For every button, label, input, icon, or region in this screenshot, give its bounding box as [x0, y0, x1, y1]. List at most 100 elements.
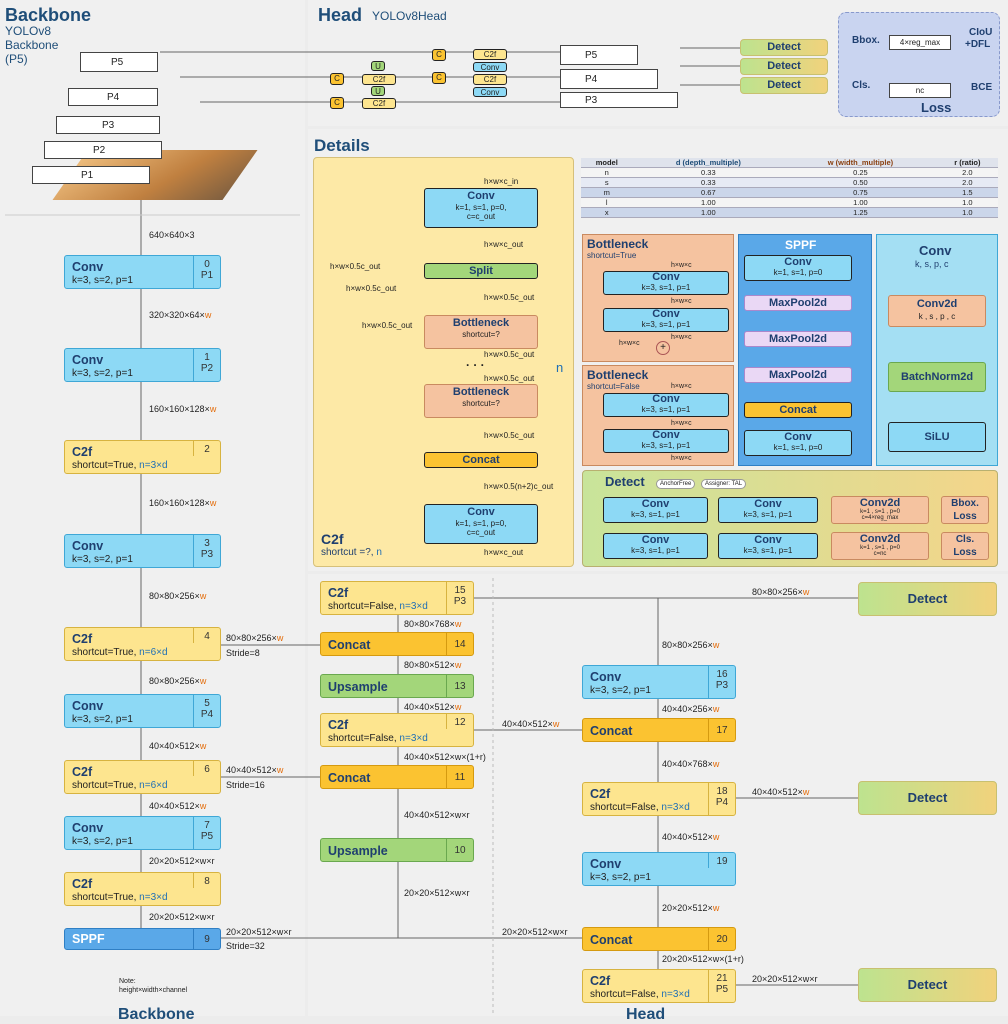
pyramid-level-p1: P1: [32, 166, 150, 184]
backbone-sppf-9[interactable]: SPPF 9: [64, 928, 221, 950]
backbone-out-4: 80×80×256×w: [226, 633, 284, 643]
loss-title: Loss: [921, 100, 952, 115]
c2f-split: Split: [424, 263, 538, 279]
c2f-n-label: n: [556, 360, 564, 375]
head-e-i: 40×40×256×w: [662, 704, 720, 714]
head-e-c: 40×40×512×w: [404, 702, 462, 712]
stride-8: Stride=8: [226, 648, 260, 658]
head-e-e: 40×40×512×w×r: [404, 810, 470, 820]
c2f-s2: h×w×0.5c_out: [346, 284, 397, 293]
head-sub: YOLOv8Head: [372, 9, 447, 23]
edge-input: 640×640×3: [149, 230, 195, 240]
backbone-sub-2: Backbone: [5, 38, 59, 52]
mini-conv-1: Conv: [473, 62, 507, 72]
head-e-p: 20×20×512×w×(1+r): [662, 954, 744, 964]
head-e-b: 80×80×512×w: [404, 660, 462, 670]
head-e-q: 20×20×512×w×r: [752, 974, 818, 984]
c2f-e2: h×w×0.5c_out: [484, 293, 535, 302]
loss-dfl: +DFL: [965, 39, 991, 50]
head-e-h: 80×80×256×w: [662, 640, 720, 650]
mini-u-1: U: [371, 61, 385, 71]
c2f-detail-name: C2f: [321, 531, 344, 547]
loss-bce: BCE: [971, 82, 993, 93]
head-e-k: 40×40×768×w: [662, 759, 720, 769]
mini-c-2: C: [432, 72, 446, 84]
edge-7: 40×40×512×w: [149, 801, 207, 811]
mini-c-3: C: [330, 73, 344, 85]
add-icon: +: [656, 341, 670, 355]
head-e-l: 40×40×512×w: [752, 787, 810, 797]
edge-8: 20×20×512×w×r: [149, 856, 215, 866]
mini-c2f-4: C2f: [362, 98, 396, 109]
edge-5: 80×80×256×w: [149, 676, 207, 686]
mini-c-4: C: [330, 97, 344, 109]
pyramid-level-p3: P3: [56, 116, 160, 134]
head-e-j: 40×40×512×w: [502, 719, 560, 729]
head-level-p3: P3: [560, 92, 678, 108]
c2f-e3: h×w×0.5c_out: [484, 350, 535, 359]
backbone-sub-3: (P5): [5, 52, 28, 66]
c2f-e5: h×w×0.5c_out: [484, 431, 535, 440]
backbone-out-9: 20×20×512×w×r: [226, 927, 292, 937]
head-e-g: 80×80×256×w: [752, 587, 810, 597]
head-e-d: 40×40×512×w×(1+r): [404, 752, 486, 762]
edge-6: 40×40×512×w: [149, 741, 207, 751]
head-level-p4: P4: [560, 69, 658, 89]
c2f-in: h×w×c_in: [484, 177, 519, 186]
c2f-s3: h×w×0.5c_out: [362, 321, 413, 330]
mini-c2f-3: C2f: [362, 74, 396, 85]
head-detect-p4[interactable]: Detect: [858, 781, 997, 815]
backbone-bottom-title: Backbone: [118, 1006, 195, 1023]
head-e-a: 80×80×768×w: [404, 619, 462, 629]
edge-2: 160×160×128×w: [149, 404, 217, 414]
backbone-sub-1: YOLOv8: [5, 24, 52, 38]
head-detect-p5[interactable]: Detect: [858, 968, 997, 1002]
c2f-s1: h×w×0.5c_out: [330, 262, 381, 271]
mini-c2f-1: C2f: [473, 49, 507, 60]
mini-conv-2: Conv: [473, 87, 507, 97]
c2f-e1: h×w×c_out: [484, 240, 524, 249]
edge-3: 160×160×128×w: [149, 498, 217, 508]
edge-4: 80×80×256×w: [149, 591, 207, 601]
pyramid-level-p2: P2: [44, 141, 162, 159]
backbone-title: Backbone: [5, 5, 92, 25]
head-e-n: 20×20×512×w: [662, 903, 720, 913]
head-top-detect-3: Detect: [740, 77, 828, 94]
edge-1: 320×320×64×w: [149, 310, 212, 320]
head-detect-p3[interactable]: Detect: [858, 582, 997, 616]
edge-9: 20×20×512×w×r: [149, 912, 215, 922]
head-level-p5: P5: [560, 45, 638, 65]
loss-ciou: CIoU: [969, 27, 993, 38]
loss-reg-slab: 4×reg_max: [889, 35, 951, 50]
mini-c2f-2: C2f: [473, 74, 507, 85]
head-e-o: 20×20×512×w×r: [502, 927, 568, 937]
